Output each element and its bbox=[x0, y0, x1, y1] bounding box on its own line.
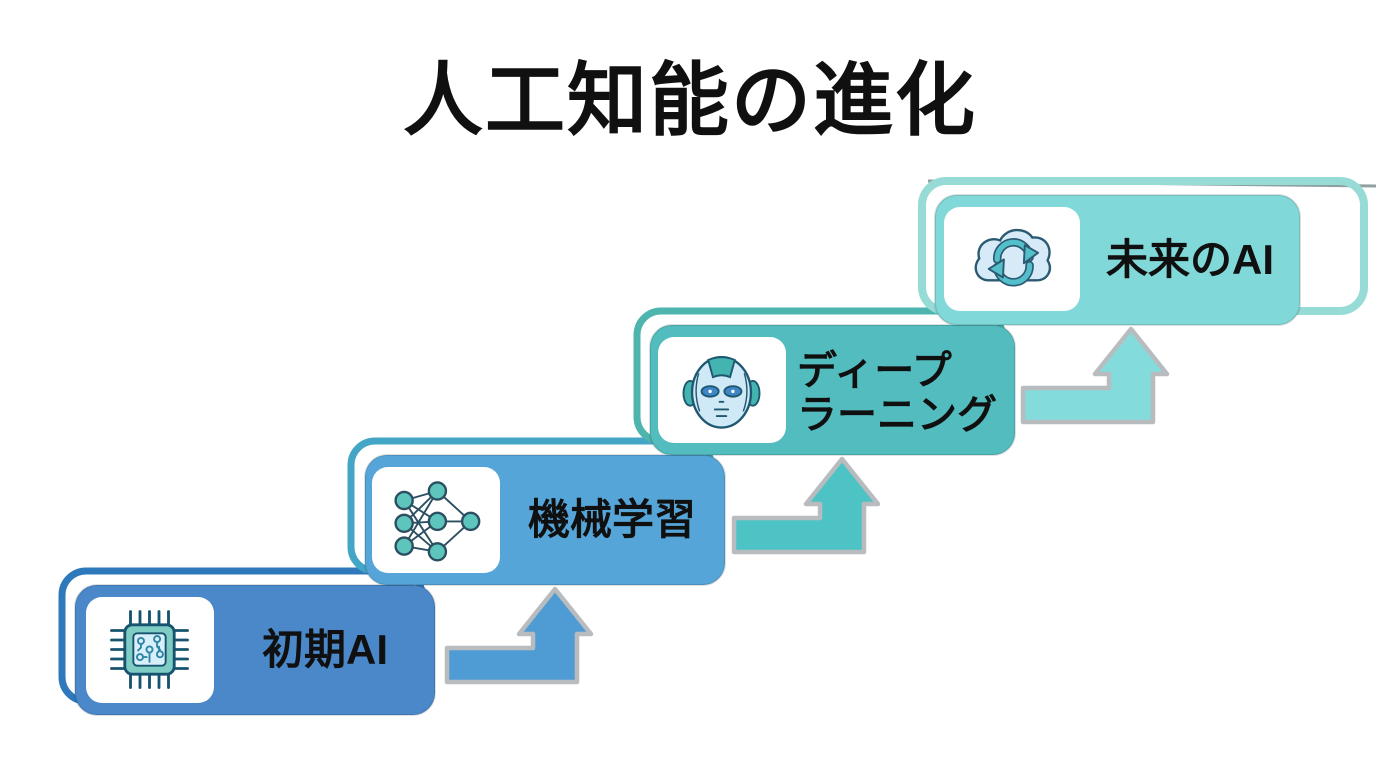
arrow-step3-to-step4 bbox=[1020, 326, 1170, 425]
page-title: 人工知能の進化 bbox=[403, 56, 977, 145]
step-future-ai: 未来のAI bbox=[934, 194, 1301, 326]
cloud-sync-icon bbox=[974, 228, 1052, 287]
step-machine-learning: 機械学習 bbox=[364, 454, 726, 586]
step-deep-learning: ディープ ラーニング bbox=[649, 324, 1016, 456]
step1-label: 初期AI bbox=[262, 626, 388, 673]
arrow-step2-to-step3 bbox=[731, 456, 881, 555]
step3-label-line1: ディープ bbox=[797, 348, 952, 393]
robot-face-icon bbox=[682, 356, 761, 429]
step-early-ai: 初期AI bbox=[74, 584, 436, 716]
chip-icon bbox=[110, 610, 189, 689]
neural-network-icon bbox=[394, 481, 481, 562]
arrow-step1-to-step2 bbox=[444, 586, 594, 685]
step4-label: 未来のAI bbox=[1106, 236, 1274, 283]
step3-label-line2: ラーニング bbox=[797, 393, 997, 437]
step2-label: 機械学習 bbox=[528, 496, 696, 543]
